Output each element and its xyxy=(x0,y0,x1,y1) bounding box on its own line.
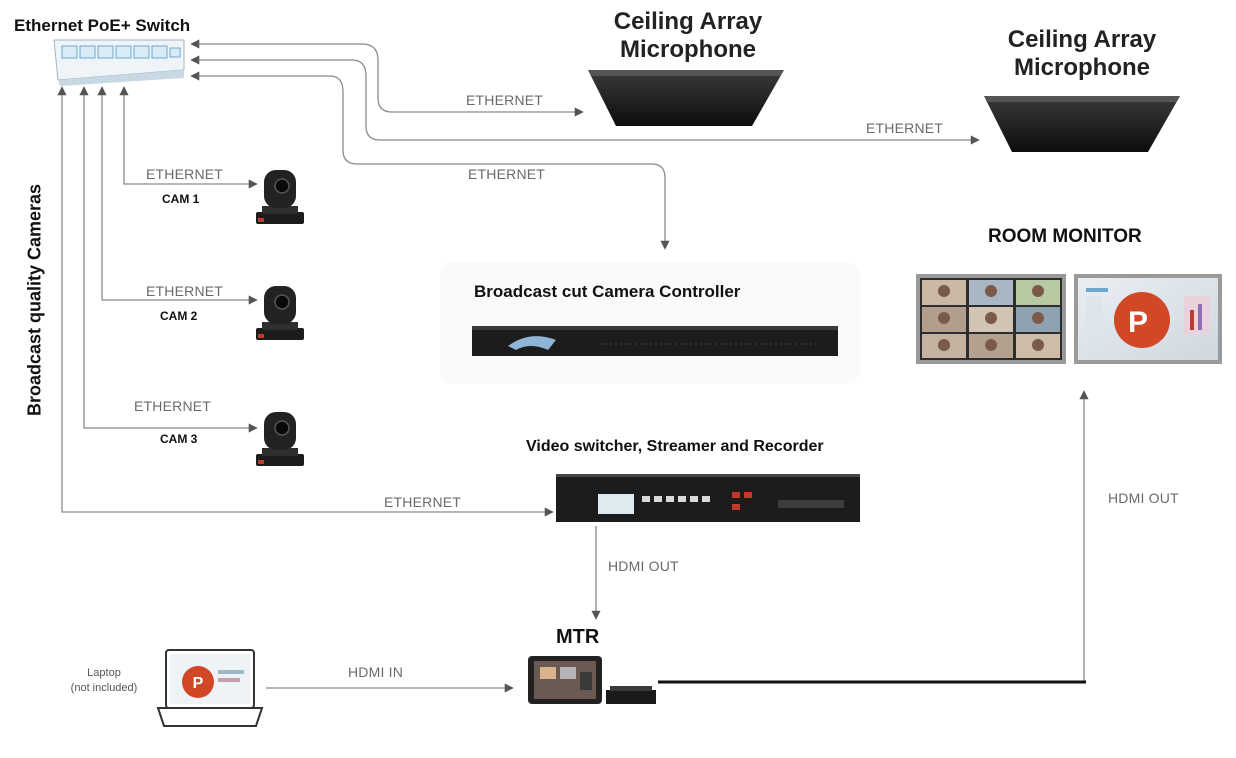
mic-1-title-line2: Microphone xyxy=(620,36,756,63)
ethernet-switch-icon xyxy=(53,39,185,86)
mic-2-title: Ceiling Array Microphone xyxy=(980,26,1184,82)
switcher-link-label: ETHERNET xyxy=(384,494,462,510)
ptz-camera-1-icon xyxy=(256,170,304,224)
link-line-cam3 xyxy=(79,86,258,433)
room-monitor-presentation-icon: P xyxy=(1074,274,1222,364)
mtr-title: MTR xyxy=(556,626,600,648)
room-monitor-gallery-icon xyxy=(916,274,1066,364)
monitor-in-label: HDMI OUT xyxy=(1108,490,1179,506)
laptop-in-label: HDMI IN xyxy=(348,664,404,680)
mic-1-link-label: ETHERNET xyxy=(466,92,544,108)
cam-1-label: CAM 1 xyxy=(162,192,200,206)
switcher-out-label: HDMI OUT xyxy=(608,558,679,574)
switcher-title: Video switcher, Streamer and Recorder xyxy=(526,438,824,455)
mic-1-title-line1: Ceiling Array xyxy=(613,8,763,35)
room-monitor-title: ROOM MONITOR xyxy=(988,226,1142,247)
cam-2-label: CAM 2 xyxy=(160,309,198,323)
laptop-caption-line1: Laptop xyxy=(87,667,121,679)
controller-link-label: ETHERNET xyxy=(468,166,546,182)
mic-1-title: Ceiling Array Microphone xyxy=(586,8,790,64)
ceiling-mic-1-icon xyxy=(588,70,784,126)
cam-3-link-label: ETHERNET xyxy=(134,398,212,414)
svg-text:P: P xyxy=(193,675,204,692)
ptz-camera-3-icon xyxy=(256,412,304,466)
mtr-compute-box-icon xyxy=(606,686,656,704)
cam-3-label: CAM 3 xyxy=(160,432,198,446)
mic-2-link-label: ETHERNET xyxy=(866,120,944,136)
link-line-mic2 xyxy=(190,55,980,145)
ceiling-mic-2-icon xyxy=(984,96,1180,152)
mic-2-title-line2: Microphone xyxy=(1014,54,1150,81)
cameras-side-label: Broadcast quality Cameras xyxy=(24,183,45,417)
mtr-console-icon xyxy=(528,656,602,704)
laptop-icon: P xyxy=(156,649,264,727)
switch-title: Ethernet PoE+ Switch xyxy=(14,16,191,35)
cam-2-link-label: ETHERNET xyxy=(146,283,224,299)
laptop-caption-line2: (not included) xyxy=(70,682,138,694)
link-line-switcher xyxy=(57,86,554,517)
camera-controller-icon xyxy=(440,262,860,384)
laptop-caption: Laptop (not included) xyxy=(52,666,156,696)
cam-1-link-label: ETHERNET xyxy=(146,166,224,182)
controller-title: Broadcast cut Camera Controller xyxy=(474,282,741,301)
ptz-camera-2-icon xyxy=(256,286,304,340)
svg-text:P: P xyxy=(1128,306,1148,339)
mic-2-title-line1: Ceiling Array xyxy=(1007,26,1157,53)
video-switcher-icon xyxy=(556,474,860,522)
